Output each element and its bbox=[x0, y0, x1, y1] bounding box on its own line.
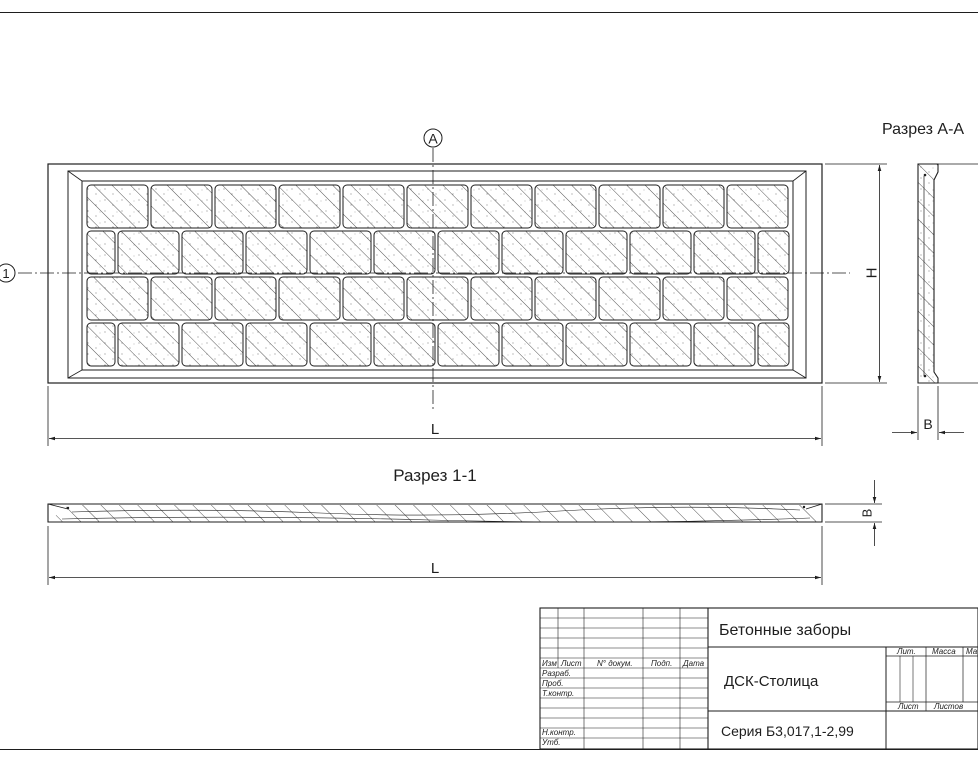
brick bbox=[151, 277, 212, 320]
brick bbox=[599, 185, 660, 228]
series-number: Серия Б3,017,1-2,99 bbox=[721, 723, 854, 739]
panel-front-view bbox=[47, 163, 823, 384]
brick bbox=[118, 323, 179, 366]
row-nkontr: Н.контр. bbox=[542, 728, 576, 737]
brick bbox=[246, 231, 307, 274]
col-list: Лист bbox=[560, 659, 582, 668]
dim-thickness-a-label: В bbox=[923, 416, 932, 432]
brick bbox=[727, 185, 788, 228]
dimension-height bbox=[825, 163, 887, 384]
title-block bbox=[539, 607, 978, 750]
row-utv: Утб. bbox=[541, 738, 561, 747]
dim-length-2-label: L bbox=[431, 560, 439, 577]
center-lines bbox=[18, 148, 850, 412]
section-a-title: Разрез А-А bbox=[882, 121, 964, 138]
brick bbox=[87, 231, 115, 274]
section-1-view bbox=[47, 503, 823, 523]
brick bbox=[87, 323, 115, 366]
brick bbox=[182, 323, 243, 366]
marker-a-label: А bbox=[428, 131, 438, 147]
brick bbox=[599, 277, 660, 320]
brick bbox=[694, 231, 755, 274]
brick bbox=[374, 231, 435, 274]
brick bbox=[694, 323, 755, 366]
brick bbox=[343, 277, 404, 320]
marker-1-label: 1 bbox=[2, 266, 9, 281]
label-mass: Масса bbox=[932, 647, 956, 656]
brick bbox=[87, 277, 148, 320]
brick bbox=[535, 277, 596, 320]
row-prov: Проб. bbox=[542, 679, 563, 688]
col-sign: Подп. bbox=[651, 659, 672, 668]
brick bbox=[87, 185, 148, 228]
brick bbox=[374, 323, 435, 366]
brick bbox=[310, 231, 371, 274]
brick bbox=[118, 231, 179, 274]
label-sheet: Лист bbox=[897, 702, 919, 711]
label-sheets: Листов bbox=[933, 702, 963, 711]
brick bbox=[310, 323, 371, 366]
dimension-thickness-a bbox=[892, 386, 964, 440]
brick bbox=[502, 323, 563, 366]
section-marker-a: А bbox=[423, 128, 443, 148]
brick bbox=[566, 231, 627, 274]
brick bbox=[215, 277, 276, 320]
brick bbox=[535, 185, 596, 228]
col-izm: Изм bbox=[542, 659, 557, 668]
brick-pattern bbox=[86, 184, 790, 367]
brick bbox=[502, 231, 563, 274]
drawing-title: Бетонные заборы bbox=[719, 622, 851, 639]
brick bbox=[343, 185, 404, 228]
dim-thickness-1-label: В bbox=[860, 509, 875, 518]
brick bbox=[566, 323, 627, 366]
label-lit: Лит. bbox=[896, 647, 916, 656]
dimension-thickness-1 bbox=[825, 480, 882, 546]
brick bbox=[279, 277, 340, 320]
section-1-title: Разрез 1-1 bbox=[393, 466, 476, 485]
dim-length-label: L bbox=[431, 421, 439, 438]
brick bbox=[182, 231, 243, 274]
brick bbox=[663, 277, 724, 320]
brick bbox=[151, 185, 212, 228]
brick bbox=[215, 185, 276, 228]
brick bbox=[279, 185, 340, 228]
brick bbox=[630, 323, 691, 366]
col-date: Дата bbox=[682, 659, 705, 668]
brick bbox=[471, 185, 532, 228]
brick bbox=[727, 277, 788, 320]
row-razrab: Разраб. bbox=[542, 669, 571, 678]
brick bbox=[407, 277, 468, 320]
organization-name: ДСК-Столица bbox=[724, 673, 819, 690]
section-a-view bbox=[917, 163, 978, 384]
brick bbox=[758, 231, 789, 274]
brick bbox=[407, 185, 468, 228]
dimension-length-section bbox=[47, 526, 823, 585]
section-marker-1: 1 bbox=[0, 263, 16, 283]
brick bbox=[438, 323, 499, 366]
col-doc: N° докум. bbox=[597, 659, 633, 668]
row-tkontr: Т.контр. bbox=[542, 689, 574, 698]
brick bbox=[438, 231, 499, 274]
dim-height-label: Н bbox=[864, 268, 881, 279]
dimension-length-front bbox=[47, 386, 823, 446]
brick bbox=[663, 185, 724, 228]
brick bbox=[630, 231, 691, 274]
brick bbox=[246, 323, 307, 366]
brick bbox=[758, 323, 789, 366]
label-scale: Масштаб bbox=[966, 647, 978, 656]
brick bbox=[471, 277, 532, 320]
